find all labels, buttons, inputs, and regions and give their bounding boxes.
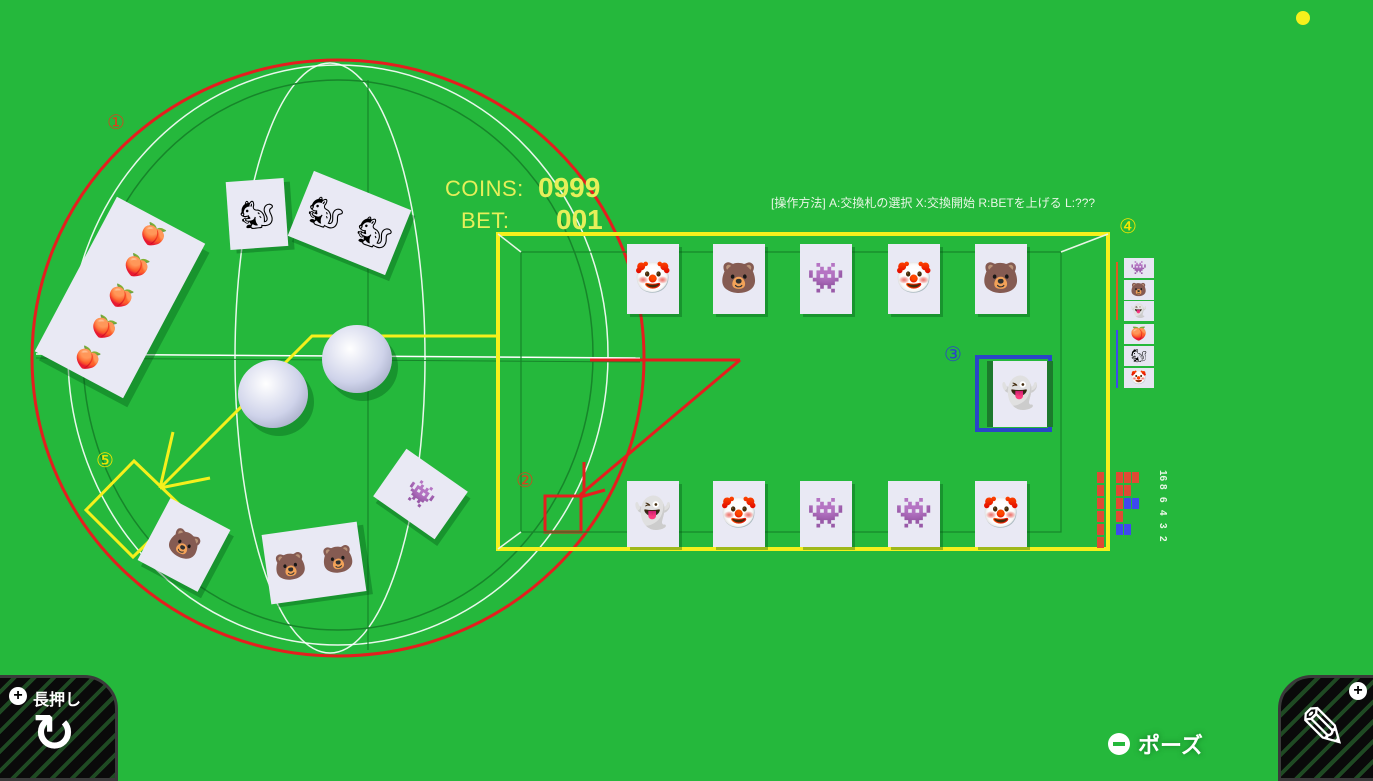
bear-icon: 🐻	[720, 262, 758, 295]
status-dot	[1296, 11, 1310, 25]
pencil-icon: ✎	[1299, 696, 1348, 761]
squirrel-icon: 🐿	[238, 197, 276, 231]
radish-icon: 🍑	[120, 251, 153, 283]
payout-bar	[1124, 485, 1131, 496]
dealer-card: 🤡	[627, 244, 679, 314]
dealer-card: 👾	[800, 244, 852, 314]
squirrel-icon: 🐿	[351, 211, 397, 254]
payout-bar	[1116, 485, 1123, 496]
bear-icon: 🐻	[272, 548, 309, 583]
restart-button[interactable]: + 長押し ↻	[0, 675, 118, 781]
annotation-marker-1: ①	[107, 112, 125, 134]
payout-multiplier: 16	[1157, 470, 1168, 482]
radish-icon: 🍑	[87, 313, 120, 345]
annotation-marker-3: ③	[944, 344, 962, 366]
rank-card: 👾	[1124, 258, 1154, 278]
payout-bar	[1097, 498, 1104, 509]
clown-icon: 🤡	[895, 262, 933, 295]
monster-icon: 👾	[807, 497, 845, 530]
monster-icon: 👾	[1130, 260, 1148, 275]
monster-icon: 👾	[400, 474, 441, 514]
rank-card: 👻	[1124, 301, 1154, 321]
plus-icon: +	[1349, 682, 1367, 700]
plus-icon: +	[9, 687, 27, 705]
ghost-icon: 👻	[1001, 377, 1039, 410]
payout-bar	[1116, 498, 1123, 509]
payout-multiplier: 6	[1157, 497, 1168, 503]
bear-icon: 🐻	[1130, 282, 1148, 297]
payout-bar	[1132, 498, 1139, 509]
rank-card: 🤡	[1124, 368, 1154, 388]
clown-icon: 🤡	[1130, 370, 1148, 385]
payout-bar	[1116, 472, 1123, 483]
roulette-segment-bear-2: 🐻 🐻	[261, 521, 367, 605]
payout-bar	[1116, 524, 1123, 535]
roulette-segment-squirrel-1: 🐿	[225, 178, 289, 250]
annotation-marker-4: ④	[1119, 216, 1137, 238]
pause-label: ポーズ	[1138, 733, 1203, 758]
coins-label: COINS:	[445, 176, 524, 201]
roulette-ball	[238, 360, 308, 428]
player-card[interactable]: 👾	[888, 481, 940, 547]
payout-bar	[1097, 524, 1104, 535]
squirrel-icon: 🐿	[302, 192, 348, 235]
squirrel-icon: 🐿	[1130, 348, 1148, 363]
payout-bar	[1097, 537, 1104, 548]
monster-icon: 👾	[807, 262, 845, 295]
player-card[interactable]: 🤡	[975, 481, 1027, 547]
payout-bar	[1132, 472, 1139, 483]
dealer-card: 🐻	[975, 244, 1027, 314]
bear-icon: 🐻	[319, 542, 356, 577]
edit-button[interactable]: + ✎	[1278, 675, 1373, 781]
player-card[interactable]: 👻	[627, 481, 679, 547]
controls-help-text: [操作方法] A:交換札の選択 X:交換開始 R:BETを上げる L:???	[771, 196, 1096, 210]
bet-label: BET:	[461, 208, 510, 233]
payout-bar	[1097, 472, 1104, 483]
bet-value: 001	[556, 204, 603, 235]
clown-icon: 🤡	[720, 497, 758, 530]
dealer-card: 🤡	[888, 244, 940, 314]
payout-bar	[1124, 524, 1131, 535]
rank-card: 🐻	[1124, 280, 1154, 300]
rank-card: 🐿	[1124, 346, 1154, 366]
payout-bar	[1097, 485, 1104, 496]
long-press-hint: 長押し	[33, 692, 82, 709]
roulette-ball	[322, 325, 392, 393]
clown-icon: 🤡	[982, 497, 1020, 530]
payout-multiplier: 4	[1157, 510, 1168, 516]
payout-bar	[1097, 511, 1104, 522]
clown-icon: 🤡	[634, 262, 672, 295]
radish-icon: 🍑	[70, 344, 104, 376]
annotation-marker-5: ⑤	[96, 450, 114, 472]
minus-icon	[1108, 733, 1130, 755]
bear-icon: 🐻	[982, 262, 1020, 295]
radish-icon: 🍑	[1130, 326, 1148, 341]
pause-button[interactable]: ポーズ	[1108, 728, 1203, 760]
player-card[interactable]: 👾	[800, 481, 852, 547]
payout-bar	[1124, 472, 1131, 483]
payout-bar	[1124, 498, 1131, 509]
payout-multiplier: 2	[1157, 536, 1168, 542]
bear-icon: 🐻	[162, 523, 206, 566]
payout-multiplier: 8	[1157, 484, 1168, 490]
rank-card: 🍑	[1124, 324, 1154, 344]
player-card[interactable]: 🤡	[713, 481, 765, 547]
ghost-icon: 👻	[1130, 303, 1148, 318]
radish-icon: 🍑	[103, 282, 136, 314]
radish-icon: 🍑	[136, 220, 169, 252]
restart-icon: ↻	[32, 705, 76, 763]
annotation-marker-2: ②	[516, 470, 534, 492]
payout-bar	[1116, 511, 1123, 522]
monster-icon: 👾	[895, 497, 933, 530]
coins-value: 0999	[538, 172, 601, 203]
payout-multiplier: 3	[1157, 523, 1168, 529]
dealer-card: 🐻	[713, 244, 765, 314]
ghost-icon: 👻	[634, 497, 672, 530]
selected-exchange-card[interactable]: 👻	[987, 361, 1053, 427]
